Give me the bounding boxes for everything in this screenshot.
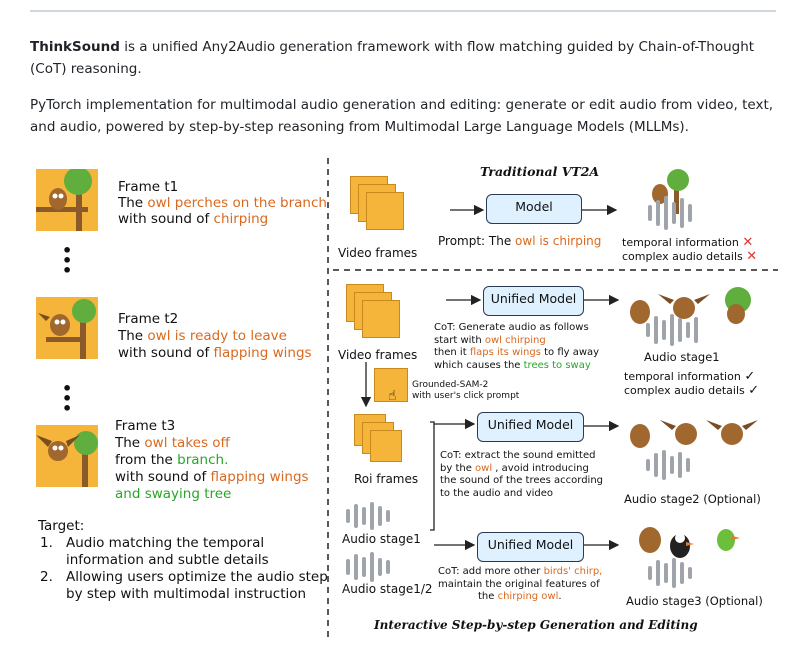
unified-model-box-2: Unified Model	[477, 412, 584, 442]
figure-caption: Interactive Step-by-step Generation and …	[374, 618, 698, 632]
audio-stage1-input-label: Audio stage1	[342, 532, 421, 546]
figure-connectors	[327, 158, 778, 640]
target-item-1-line1: Audio matching the temporal	[66, 535, 265, 551]
intro-paragraph-1: ThinkSound is a unified Any2Audio genera…	[30, 36, 775, 80]
unified-model-box-3: Unified Model	[477, 532, 584, 562]
video-frames-label: Video frames	[338, 348, 418, 362]
cot-1-text: CoT: Generate audio as follows start wit…	[434, 322, 600, 371]
roi-frame-3	[370, 430, 402, 462]
frame-t1-image	[36, 169, 98, 231]
bracket-stage1	[430, 421, 435, 531]
trad-audio-waveform	[648, 196, 692, 230]
hand-cursor-icon: ☝	[388, 388, 397, 404]
frame-t1-line1: The owl perches on the branch	[118, 195, 327, 211]
stage1-owls-image	[630, 287, 751, 324]
trad-video-frames-label: Video frames	[338, 246, 418, 260]
target-item-1-num: 1.	[40, 535, 53, 551]
frame-t2-title: Frame t2	[118, 311, 179, 327]
frame-t2-line1: The owl is ready to leave	[118, 328, 287, 344]
audio-stage3-label: Audio stage3 (Optional)	[626, 594, 763, 608]
trad-prompt: Prompt: The owl is chirping	[438, 234, 602, 248]
check-icon: ✓	[744, 369, 756, 384]
model-box: Model	[486, 194, 582, 224]
temporal-info-ok: temporal information ✓	[624, 369, 756, 384]
intro-text-1: is a unified Any2Audio generation framew…	[30, 39, 755, 77]
complex-details-ok: complex audio details ✓	[624, 383, 760, 398]
target-item-2-line2: by step with multimodal instruction	[66, 586, 307, 602]
thinksound-figure: Frame t1 The owl perches on the branch w…	[28, 152, 778, 644]
audio-stage1-input-waveform	[346, 502, 390, 530]
top-rule	[30, 10, 776, 12]
intro-paragraph-2: PyTorch implementation for multimodal au…	[30, 97, 774, 135]
cot-2-text: CoT: extract the sound emitted by the ow…	[440, 450, 604, 499]
frame-t3-image	[36, 425, 98, 487]
click-prompt-frame	[374, 368, 408, 402]
audio-stage2-label: Audio stage2 (Optional)	[624, 492, 761, 506]
frame-t3-line3: with sound of flapping wings	[115, 469, 309, 485]
target-item-1-line2: information and subtle details	[66, 552, 269, 568]
trad-complex-details: complex audio details ✕	[622, 249, 758, 264]
unified-model-box-1: Unified Model	[483, 286, 584, 316]
ellipsis-2: •••	[62, 379, 73, 418]
trad-video-frame-3	[366, 192, 404, 230]
stage3-waveform	[648, 558, 692, 588]
stage3-birds-image	[639, 527, 740, 558]
frame-t1-line2: with sound of chirping	[118, 211, 269, 227]
target-item-2-line1: Allowing users optimize the audio step	[66, 569, 328, 585]
audio-stage12-input-label: Audio stage1/2	[342, 582, 433, 596]
cot-3-text: CoT: add more other birds' chirp, mainta…	[438, 566, 603, 602]
check-icon: ✓	[748, 383, 760, 398]
frame-t3-line1: The owl takes off	[115, 435, 230, 451]
stage1-waveform	[646, 314, 698, 346]
frame-t2-line2: with sound of flapping wings	[118, 345, 312, 361]
target-item-2-num: 2.	[40, 569, 53, 585]
cross-icon: ✕	[746, 249, 758, 264]
frame-t3-title: Frame t3	[115, 418, 176, 434]
stage2-waveform	[646, 450, 690, 480]
cross-icon: ✕	[742, 235, 754, 250]
audio-stage12-input-waveform	[346, 552, 390, 582]
video-frame-3	[362, 300, 400, 338]
frame-t1-title: Frame t1	[118, 179, 179, 195]
trad-temporal-info: temporal information ✕	[622, 235, 754, 250]
ellipsis-1: •••	[62, 241, 73, 280]
traditional-title: Traditional VT2A	[480, 164, 600, 179]
audio-stage1-label: Audio stage1	[644, 350, 720, 364]
frame-t3-line4: and swaying tree	[115, 486, 232, 502]
brand-name: ThinkSound	[30, 39, 120, 55]
roi-frames-label: Roi frames	[354, 472, 419, 486]
frame-t2-image	[36, 297, 98, 359]
stage2-owls-image	[630, 420, 758, 448]
frame-t3-line2: from the branch.	[115, 452, 229, 468]
target-heading: Target:	[38, 518, 85, 534]
